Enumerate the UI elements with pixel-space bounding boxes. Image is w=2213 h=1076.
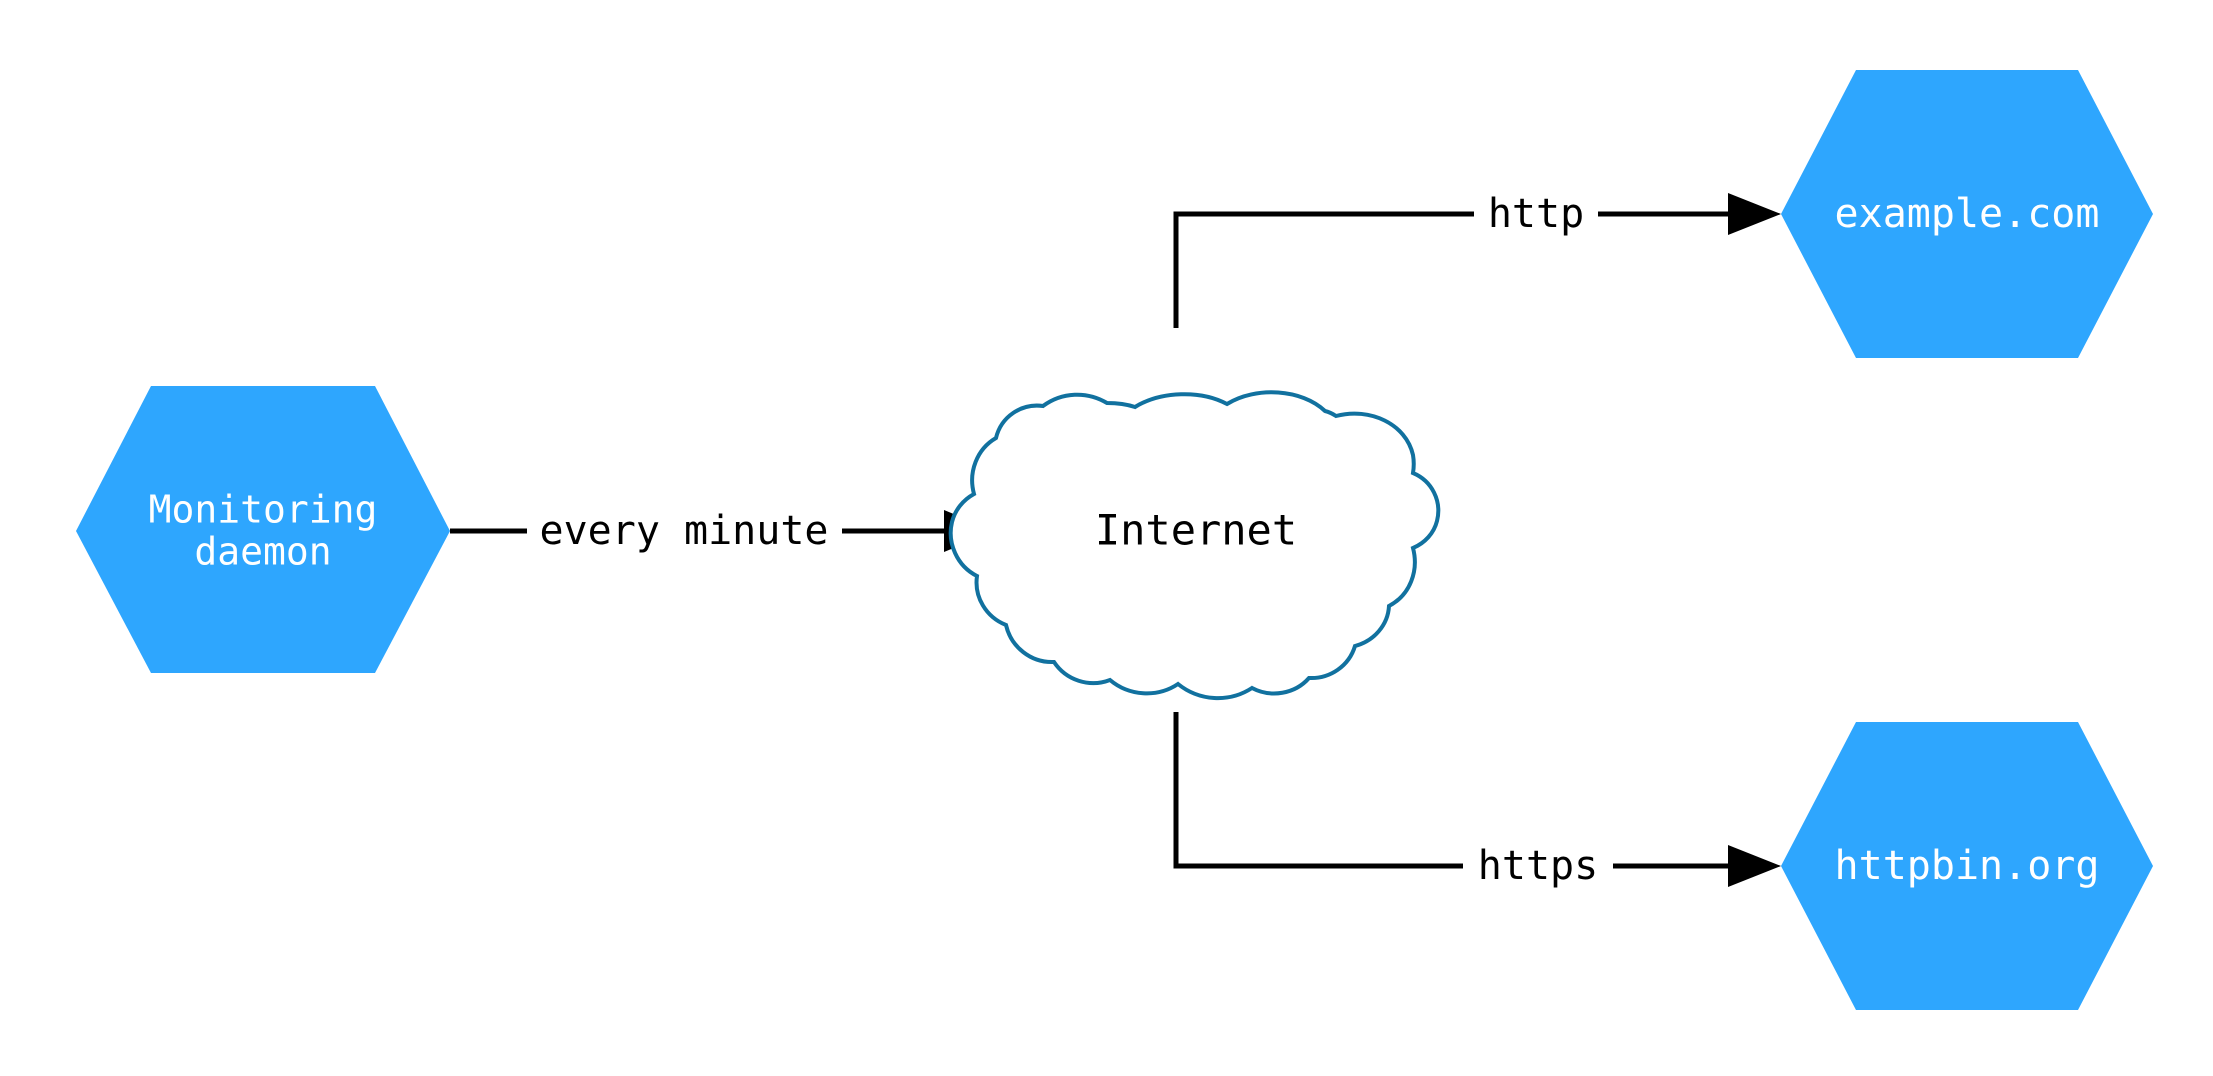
node-label-internet: Internet bbox=[1095, 506, 1297, 555]
hexagon-shape-monitoring-daemon[interactable] bbox=[76, 386, 450, 673]
arrow-head-icon-to-httpbin bbox=[1728, 845, 1781, 887]
node-internet[interactable]: Internet bbox=[948, 390, 1441, 700]
edge-label-https: https bbox=[1478, 843, 1598, 889]
node-label-httpbin-org: httpbin.org bbox=[1835, 843, 2100, 889]
node-httpbin-org[interactable]: httpbin.org bbox=[1781, 722, 2153, 1010]
cloud-shape-internet[interactable] bbox=[948, 390, 1441, 700]
edge-label-every-minute: every minute bbox=[540, 508, 829, 554]
hexagon-shape-example-com[interactable] bbox=[1781, 70, 2153, 358]
edge-internet-to-httpbin: https bbox=[1173, 712, 1781, 889]
edge-path-https-elbow bbox=[1173, 712, 1463, 869]
edge-daemon-to-internet: every minute bbox=[450, 508, 995, 554]
node-label-monitoring-daemon-line2: daemon bbox=[194, 530, 331, 574]
node-label-monitoring-daemon-line1: Monitoring bbox=[149, 488, 378, 532]
node-label-example-com: example.com bbox=[1835, 191, 2100, 237]
arrow-head-icon-to-example bbox=[1728, 193, 1781, 235]
edge-label-http: http bbox=[1488, 191, 1584, 237]
edge-internet-to-example: http bbox=[1173, 191, 1781, 328]
edge-path-http-elbow bbox=[1173, 211, 1474, 328]
node-monitoring-daemon[interactable]: Monitoring daemon bbox=[76, 386, 450, 673]
node-example-com[interactable]: example.com bbox=[1781, 70, 2153, 358]
hexagon-shape-httpbin-org[interactable] bbox=[1781, 722, 2153, 1010]
